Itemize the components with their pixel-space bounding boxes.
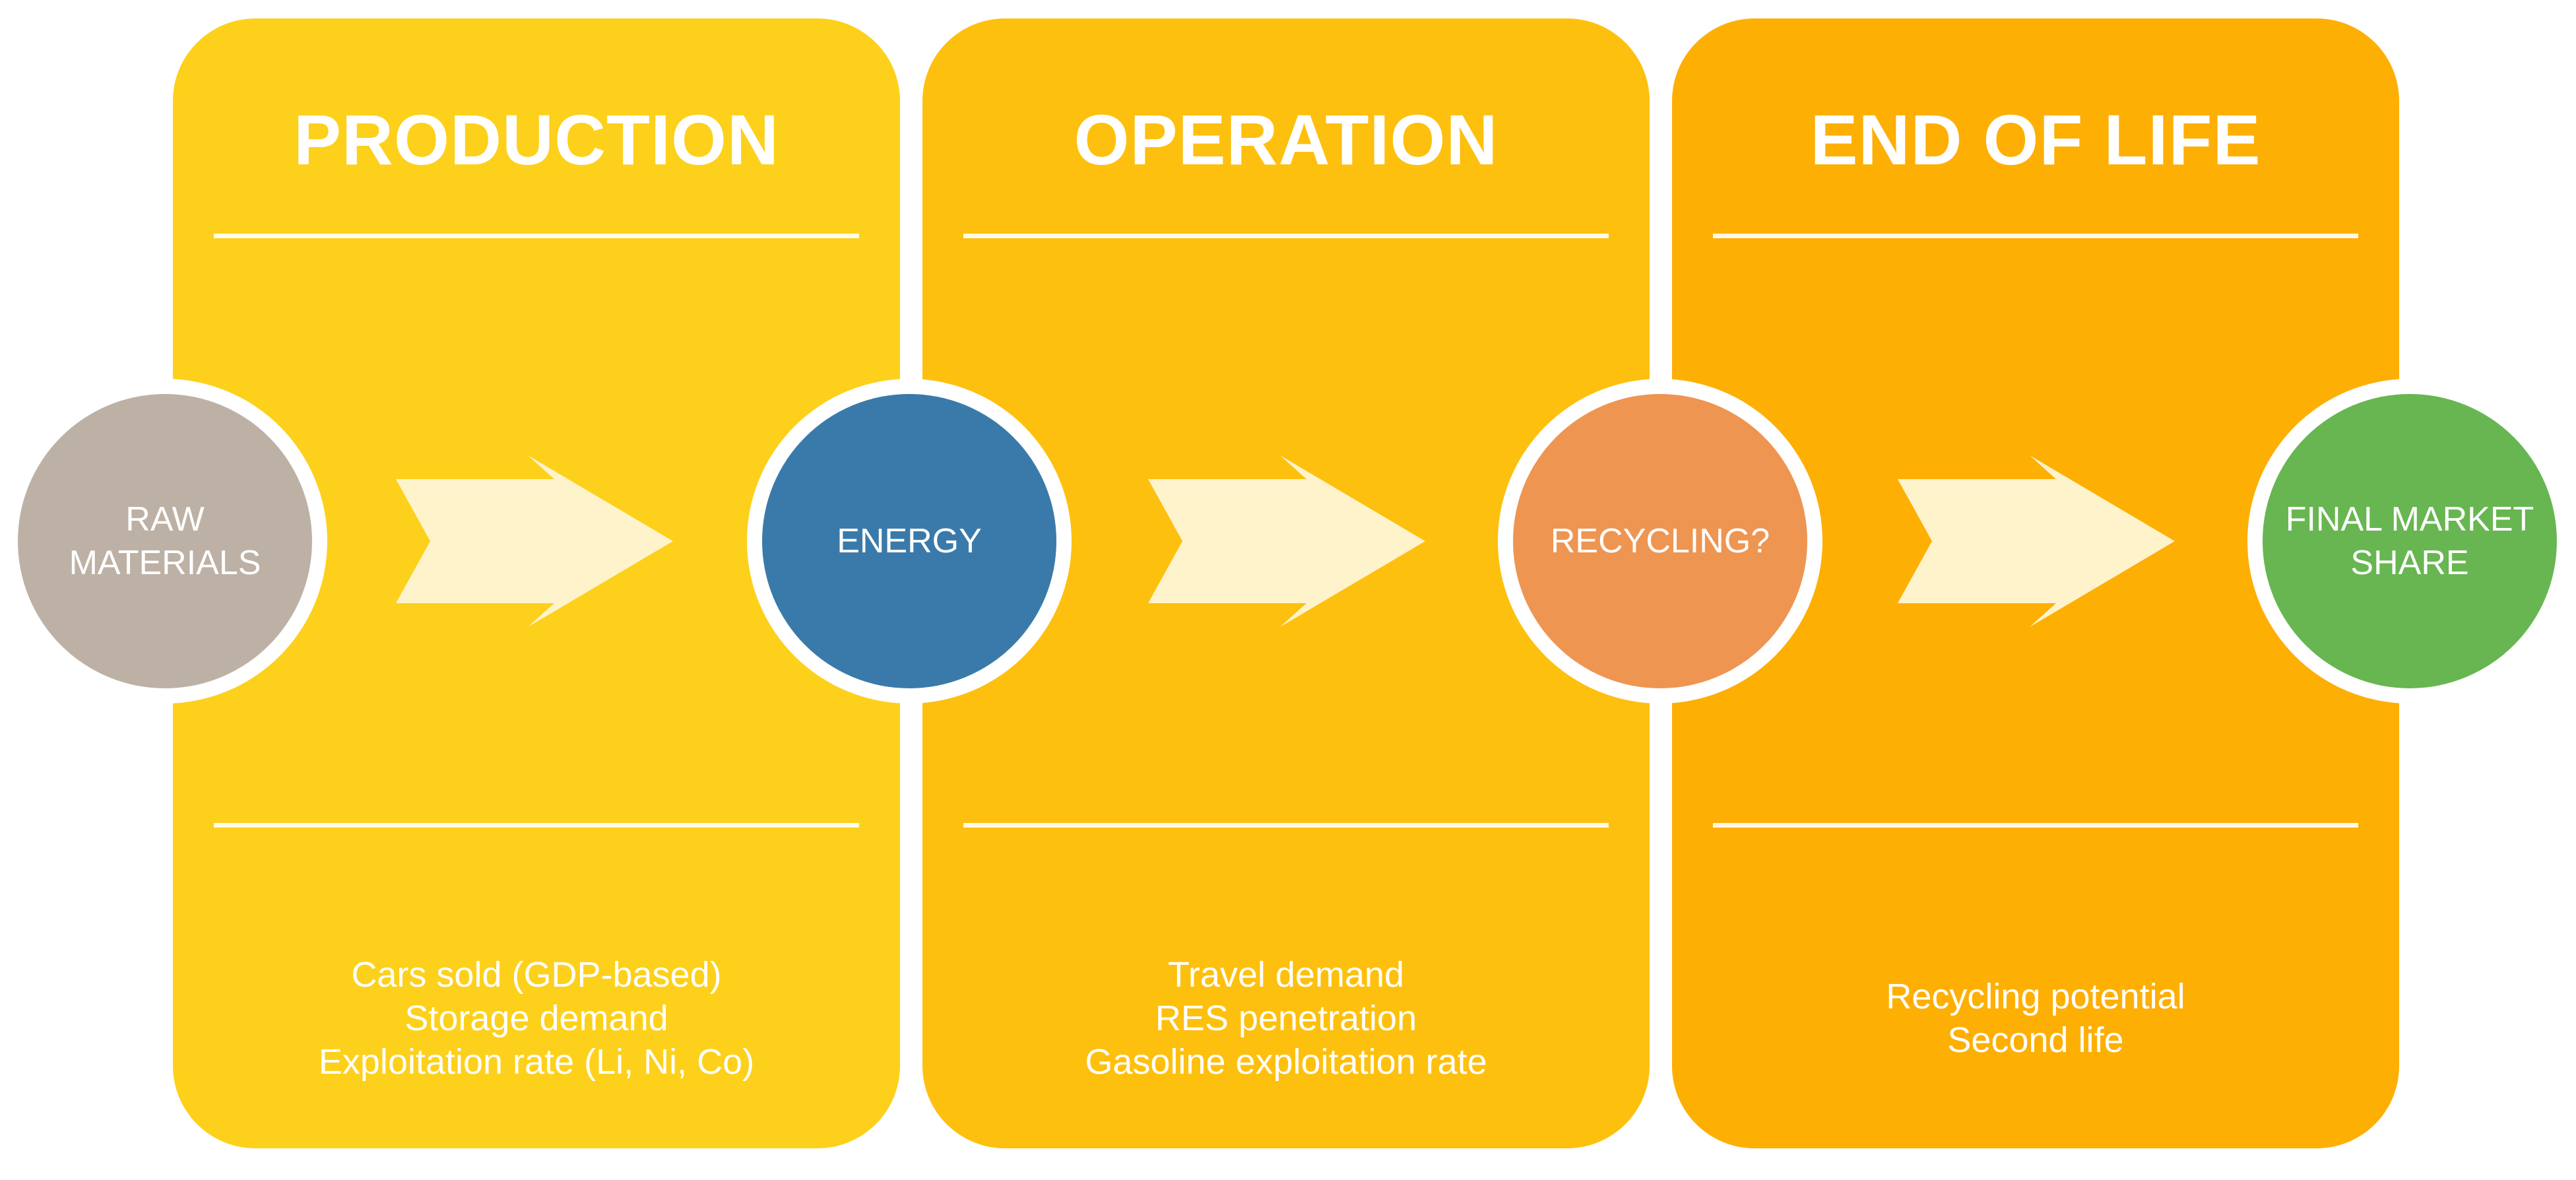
production-divider-bottom xyxy=(214,823,859,828)
production-title: PRODUCTION xyxy=(294,100,779,180)
operation-divider-bottom xyxy=(963,823,1609,828)
end-of-life-title: END OF LIFE xyxy=(1810,100,2261,180)
production-details: Cars sold (GDP-based) Storage demand Exp… xyxy=(173,923,900,1114)
production-detail-cars-sold: Cars sold (GDP-based) xyxy=(351,955,722,995)
operation-detail-travel-demand: Travel demand xyxy=(1167,955,1405,995)
chevron-arrow-right-icon xyxy=(396,455,673,627)
end-of-life-divider-bottom xyxy=(1713,823,2358,828)
energy-node: ENERGY xyxy=(747,379,1072,704)
end-of-life-detail-second-life: Second life xyxy=(1947,1020,2124,1060)
end-of-life-detail-recycling-potential: Recycling potential xyxy=(1886,977,2185,1016)
recycling-label: RECYCLING? xyxy=(1550,522,1770,560)
raw-materials-label-line-2: MATERIALS xyxy=(69,544,261,582)
production-divider-top xyxy=(214,234,859,238)
end-of-life-divider-top xyxy=(1713,234,2358,238)
operation-detail-res-penetration: RES penetration xyxy=(1155,999,1417,1038)
production-detail-exploitation-rate: Exploitation rate (Li, Ni, Co) xyxy=(318,1042,755,1082)
chevron-arrow-right-icon xyxy=(1898,455,2175,627)
final-market-share-node: FINAL MARKET SHARE xyxy=(2247,379,2572,704)
operation-detail-gasoline-exploitation-rate: Gasoline exploitation rate xyxy=(1085,1042,1487,1082)
final-market-share-label-line-2: SHARE xyxy=(2350,544,2469,582)
raw-materials-node: RAW MATERIALS xyxy=(3,379,327,704)
operation-divider-top xyxy=(963,234,1609,238)
operation-title: OPERATION xyxy=(1074,100,1498,180)
raw-materials-label-line-1: RAW xyxy=(125,500,205,539)
chevron-arrow-right-icon xyxy=(1148,455,1425,627)
energy-label: ENERGY xyxy=(837,522,982,560)
operation-details: Travel demand RES penetration Gasoline e… xyxy=(922,923,1650,1114)
recycling-node: RECYCLING? xyxy=(1498,379,1822,704)
production-detail-storage-demand: Storage demand xyxy=(404,999,668,1038)
final-market-share-label-line-1: FINAL MARKET xyxy=(2285,500,2534,539)
end-of-life-details: Recycling potential Second life xyxy=(1672,923,2399,1114)
